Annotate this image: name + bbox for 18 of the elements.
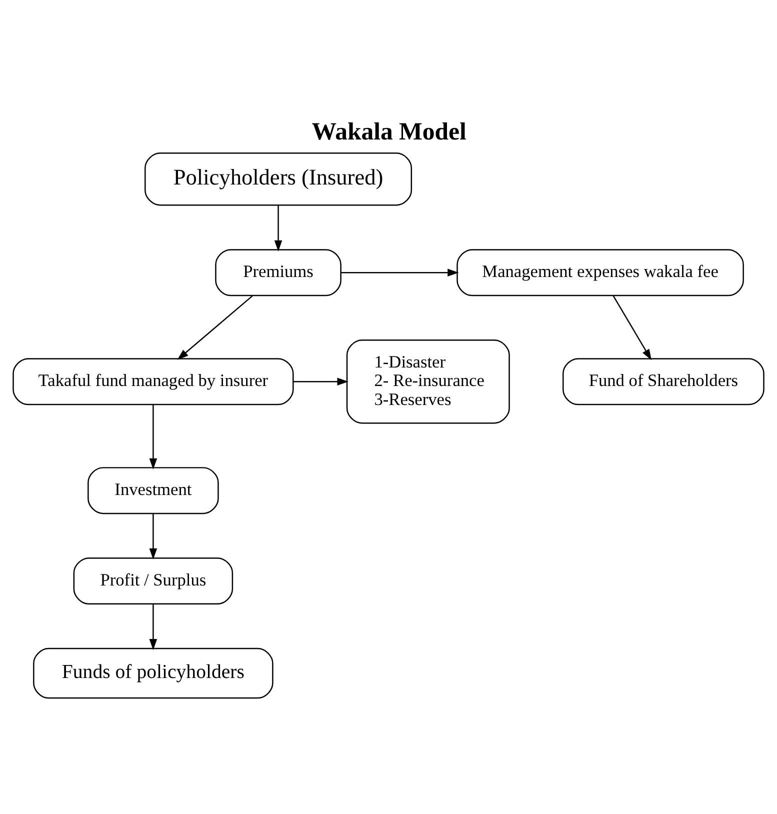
node-box: Profit / Surplus <box>73 557 234 605</box>
node-box: 1-Disaster 2- Re-insurance 3-Reserves <box>346 340 510 424</box>
node-box: Fund of Shareholders <box>562 358 764 406</box>
diagram-title: Wakala Model <box>312 118 466 146</box>
node-box: Funds of policyholders <box>33 648 274 699</box>
arrow <box>274 205 282 252</box>
arrow <box>293 378 348 386</box>
node-box: Takaful fund managed by insurer <box>12 358 294 406</box>
node-box: Premiums <box>215 249 342 296</box>
arrow <box>149 604 158 650</box>
arrow <box>177 295 253 360</box>
node-box: Management expenses wakala fee <box>456 249 744 296</box>
node-box: Investment <box>88 467 219 514</box>
arrow <box>149 404 158 470</box>
node-box: Policyholders (Insured) <box>144 152 412 206</box>
arrow <box>340 268 459 277</box>
arrow <box>149 514 158 560</box>
arrow <box>612 296 652 360</box>
